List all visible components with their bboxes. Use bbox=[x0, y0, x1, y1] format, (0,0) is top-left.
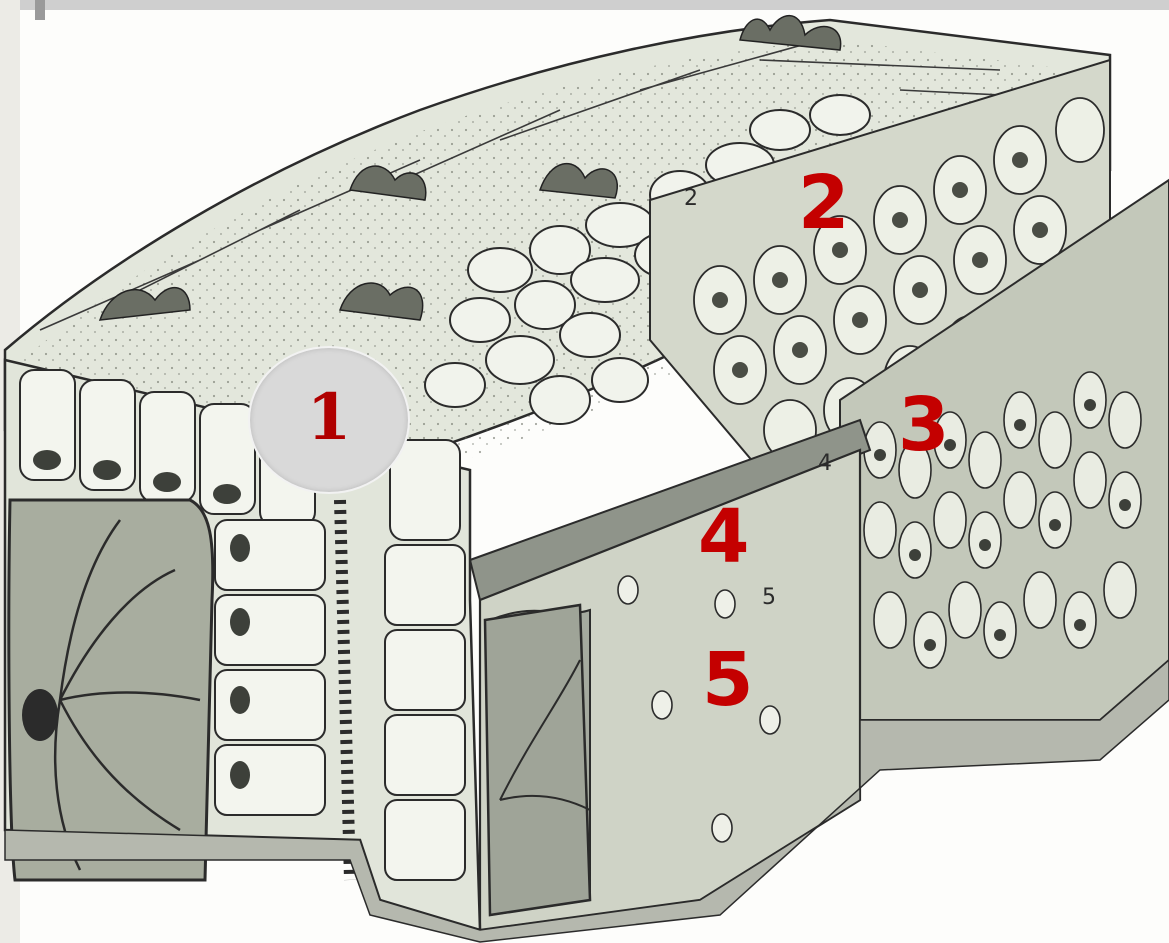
inline-number-4: 4 bbox=[818, 453, 832, 475]
corner-mark bbox=[35, 0, 45, 20]
callout-label-5: 5 bbox=[702, 643, 754, 717]
callout-label-4: 4 bbox=[698, 500, 750, 574]
callout-label-1: 1 bbox=[250, 386, 408, 450]
inline-number-2: 2 bbox=[684, 188, 698, 210]
inline-number-5: 5 bbox=[762, 587, 776, 609]
top-edge-strip bbox=[20, 0, 1169, 10]
callout-badge-1: 1 bbox=[248, 346, 410, 494]
callout-label-2: 2 bbox=[798, 166, 850, 240]
callout-label-3: 3 bbox=[898, 388, 950, 462]
